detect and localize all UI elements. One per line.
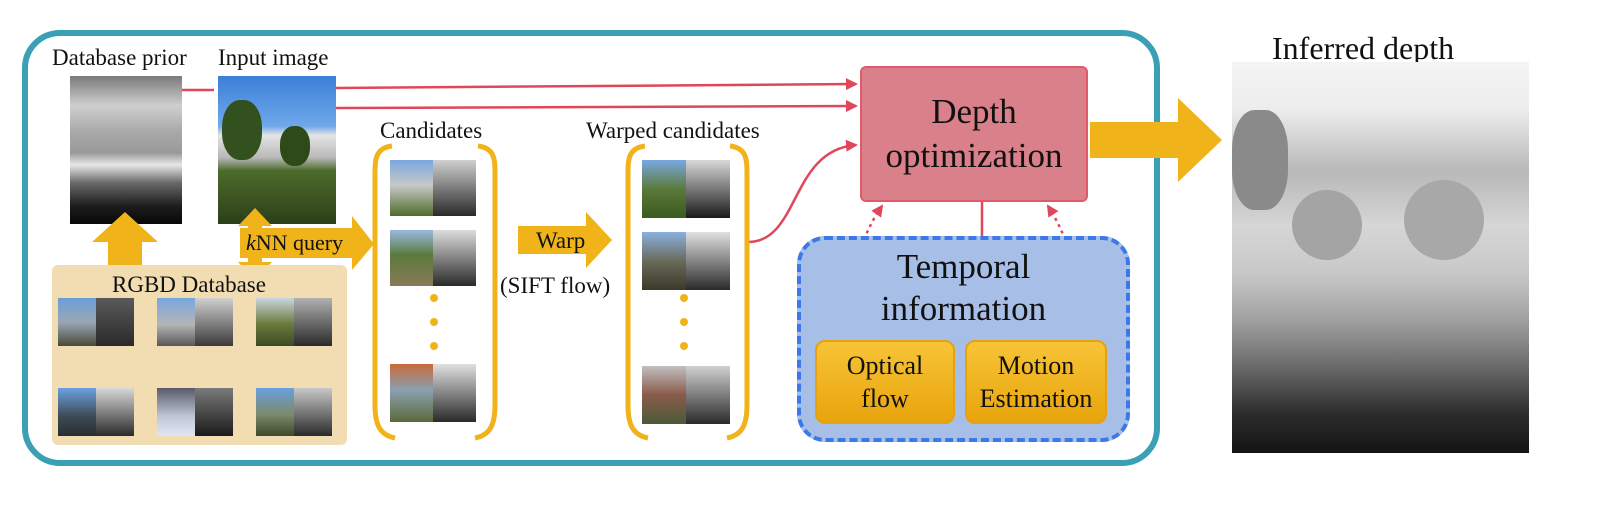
warped-candidate-thumbnail bbox=[642, 366, 730, 424]
candidates-dot bbox=[430, 318, 438, 326]
knn-query-arrow bbox=[240, 216, 374, 270]
database-thumbnail bbox=[58, 298, 134, 346]
database-prior-image bbox=[70, 76, 182, 224]
inferred-depth-tree bbox=[1404, 180, 1484, 260]
depth-optimization-box: Depth optimization bbox=[860, 66, 1088, 202]
database-thumbnail bbox=[157, 298, 233, 346]
warp-label: Warp bbox=[536, 228, 586, 253]
motion-line2: Estimation bbox=[979, 384, 1093, 413]
candidates-dot bbox=[430, 342, 438, 350]
candidates-left-bracket bbox=[372, 143, 396, 441]
input-image-label: Input image bbox=[218, 45, 329, 70]
motion-line1: Motion bbox=[997, 351, 1075, 380]
warped-candidates-label: Warped candidates bbox=[586, 118, 760, 143]
warped-to-depth-arrow bbox=[747, 139, 858, 244]
input-image-tree bbox=[222, 100, 262, 160]
database-prior-label: Database prior bbox=[52, 45, 187, 70]
warped-candidate-thumbnail bbox=[642, 232, 730, 290]
knn-query-rest: NN query bbox=[255, 230, 344, 255]
warp-arrow bbox=[518, 212, 612, 268]
knn-query-label: kNN query bbox=[246, 230, 343, 256]
candidates-dot bbox=[430, 294, 438, 302]
warped-dot bbox=[680, 294, 688, 302]
inferred-depth-tree bbox=[1292, 190, 1362, 260]
input-to-depth-arrow bbox=[335, 100, 858, 113]
temporal-line1: Temporal bbox=[896, 247, 1031, 286]
database-thumbnail bbox=[256, 388, 332, 436]
inferred-depth-label: Inferred depth bbox=[1272, 30, 1455, 66]
prior-to-depth-arrow bbox=[335, 78, 858, 91]
knn-query-k: k bbox=[246, 230, 256, 255]
depth-optimization-line1: Depth bbox=[931, 92, 1017, 131]
optical-flow-line2: flow bbox=[861, 384, 909, 413]
warped-left-bracket bbox=[625, 143, 649, 441]
candidate-thumbnail bbox=[390, 364, 476, 422]
rgbd-database-label: RGBD Database bbox=[112, 272, 266, 297]
candidates-right-bracket bbox=[474, 143, 498, 441]
database-thumbnail bbox=[157, 388, 233, 436]
depth-optimization-line2: optimization bbox=[885, 136, 1063, 175]
optical-flow-box: Optical flow bbox=[815, 340, 955, 424]
output-arrow bbox=[1090, 98, 1222, 182]
sift-flow-label: (SIFT flow) bbox=[500, 273, 611, 298]
warped-right-bracket bbox=[726, 143, 750, 441]
database-thumbnail bbox=[256, 298, 332, 346]
database-thumbnail bbox=[58, 388, 134, 436]
temporal-line2: information bbox=[880, 289, 1047, 328]
optical-flow-line1: Optical bbox=[846, 351, 924, 380]
warped-candidate-thumbnail bbox=[642, 160, 730, 218]
database-to-prior-arrow bbox=[92, 212, 158, 270]
inferred-depth-tree bbox=[1232, 110, 1288, 210]
candidate-thumbnail bbox=[390, 160, 476, 216]
candidate-thumbnail bbox=[390, 230, 476, 286]
warped-dot bbox=[680, 342, 688, 350]
motion-estimation-box: Motion Estimation bbox=[965, 340, 1107, 424]
warped-dot bbox=[680, 318, 688, 326]
input-image-tree bbox=[280, 126, 310, 166]
candidates-label: Candidates bbox=[380, 118, 483, 143]
